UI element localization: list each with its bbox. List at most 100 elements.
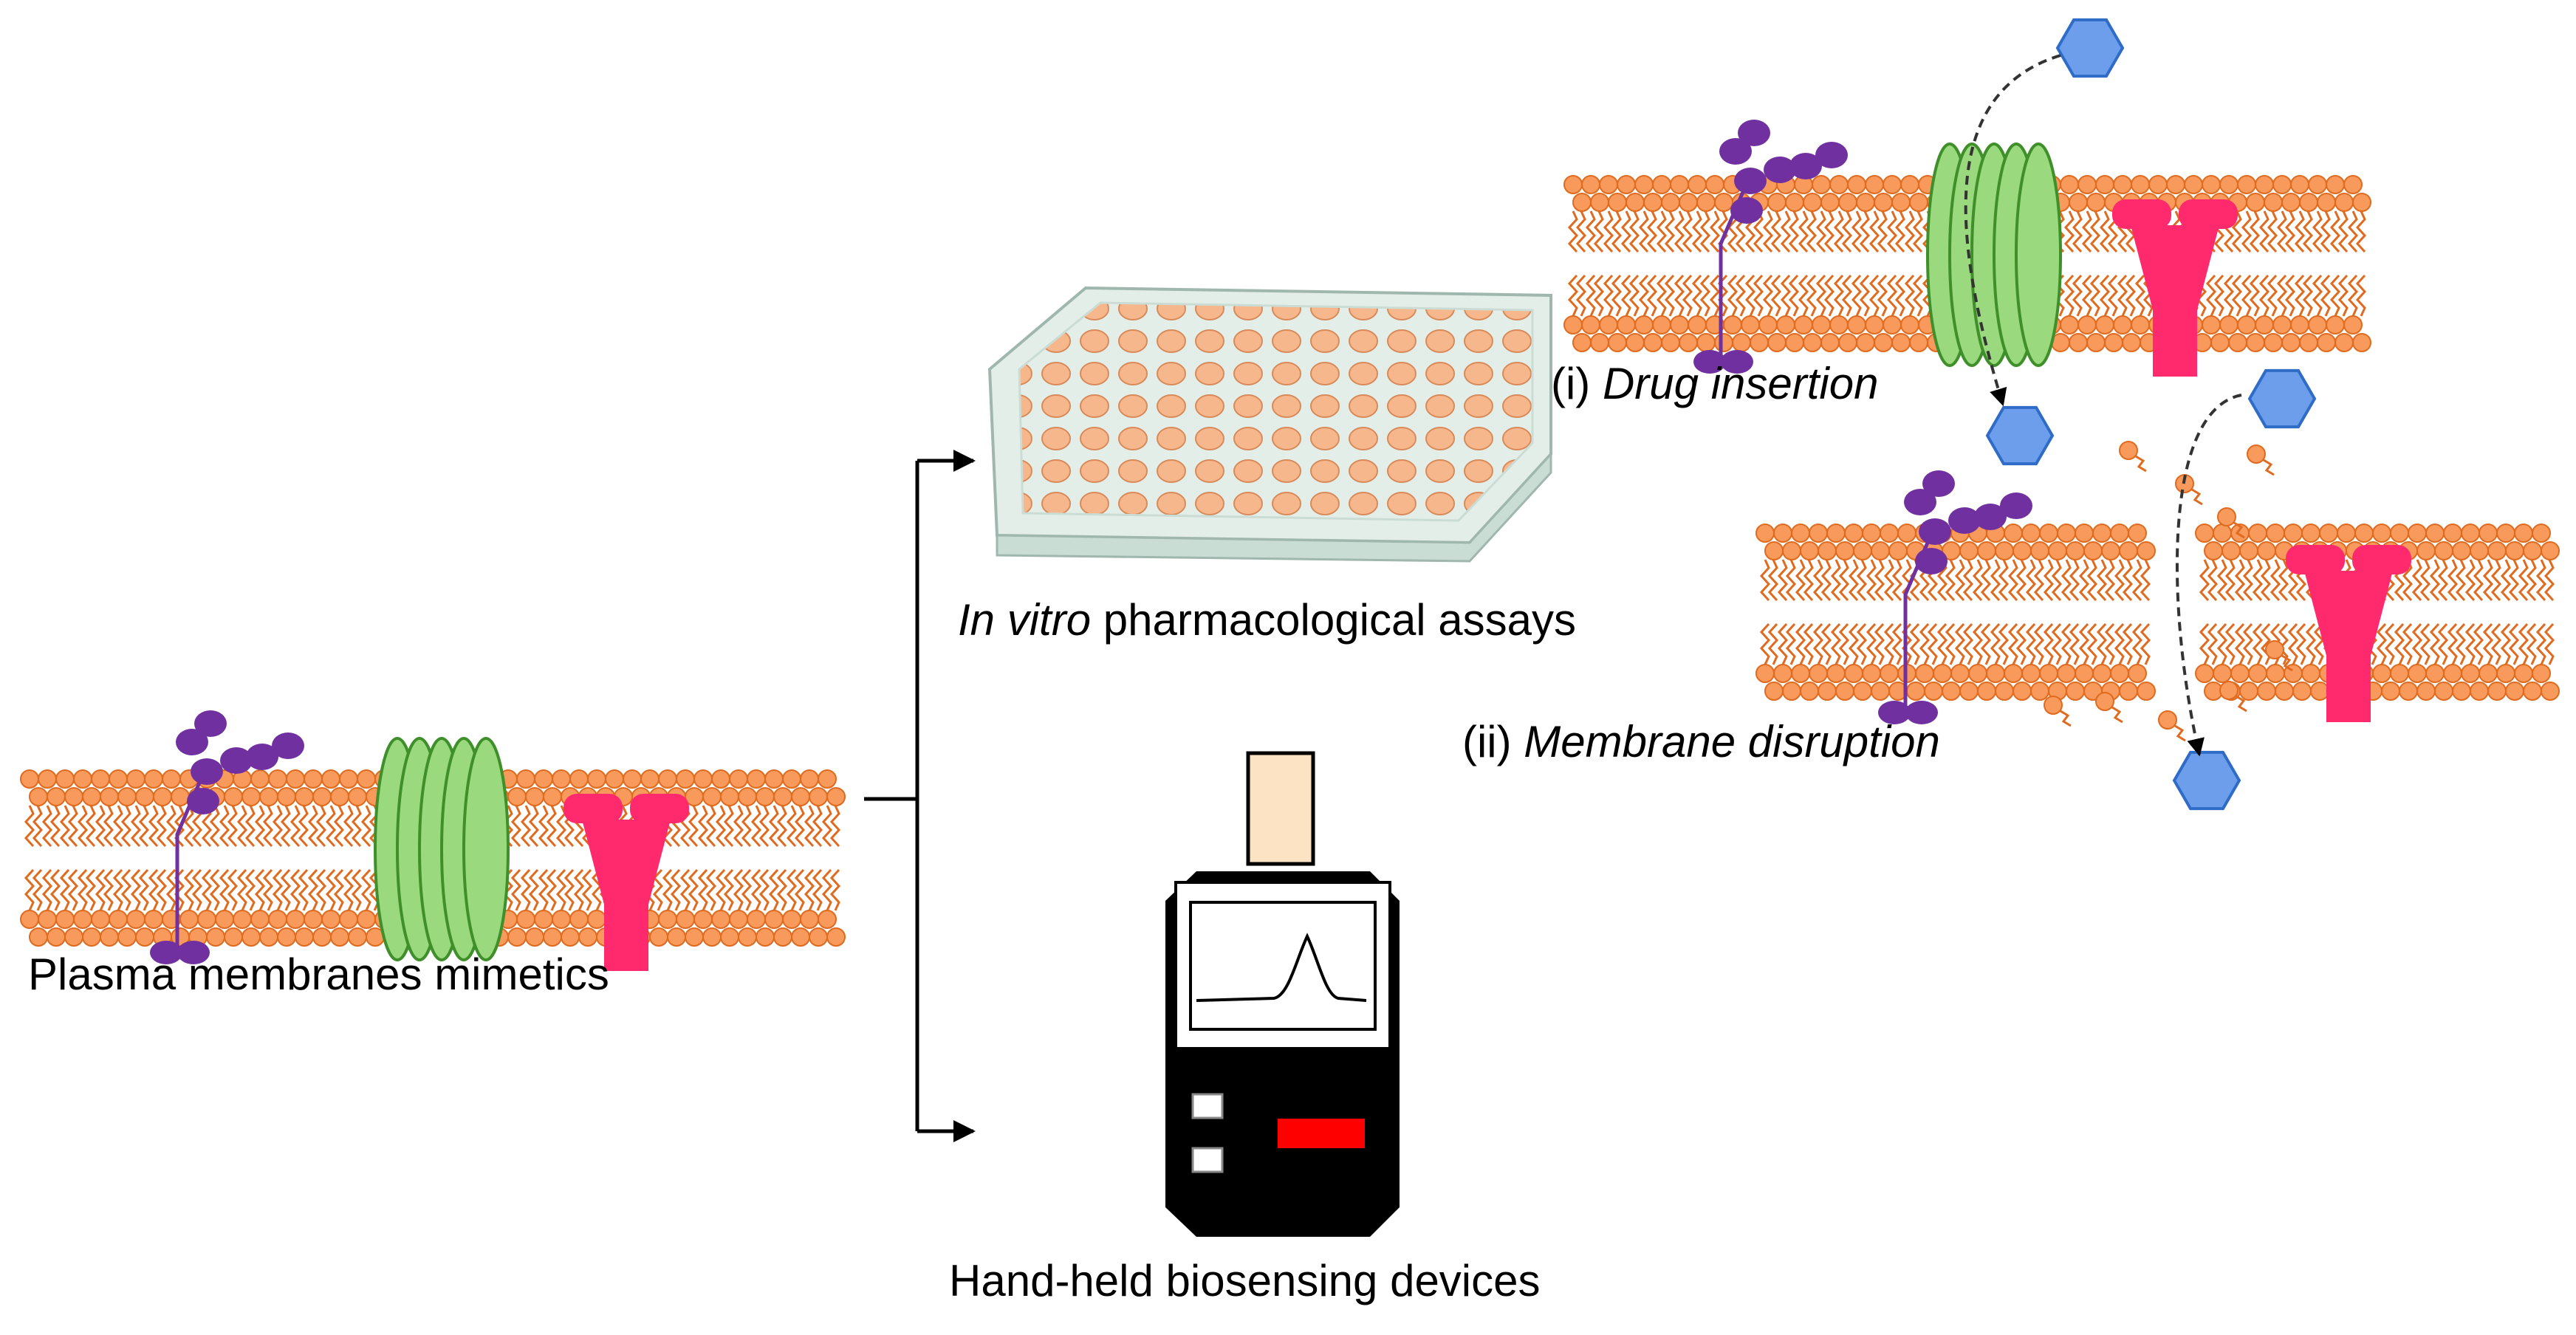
free-lipid-tail [2174,724,2186,742]
lipid-head [91,769,110,789]
lipid-head [1853,682,1872,701]
sugar-unit [1719,138,1752,165]
lipid-head [1714,193,1733,212]
lipid-head [1844,664,1863,683]
lipid-head [2319,524,2338,543]
free-lipid [2095,692,2114,711]
sugar-unit [1905,701,1938,724]
lipid-head [1883,175,1902,194]
lipid-head [357,769,376,789]
lipid-head [29,787,48,806]
lipid-head [1812,315,1831,334]
lipid-head [2301,524,2320,543]
lipid-head [1590,333,1609,352]
drug-insertion-path [1964,54,2061,407]
lipid-head [2408,664,2427,683]
lipid-head [756,787,775,806]
lipid-head [2308,175,2327,194]
lipid-head [1572,333,1592,352]
lipid-head [2408,524,2427,543]
lipid-head [2219,315,2238,334]
lipid-head [2452,541,2471,560]
lipid-head [2113,315,2132,334]
lipid-head [2077,175,2097,194]
sugar-unit [191,758,223,785]
lipid-head [2239,682,2258,701]
lipid-head [47,927,66,947]
lipid-head [2275,682,2294,701]
lipid-head [1661,193,1680,212]
lipid-head [2222,541,2241,560]
lipid-head [1608,193,1627,212]
lipid-head [206,927,225,947]
device-button-1[interactable] [1191,1093,1224,1119]
lipid-head [667,927,686,947]
lipid-head [2541,541,2560,560]
lipid-head [1977,541,1996,560]
lipid-head [1915,664,1934,683]
lipid-head [82,927,101,947]
lipid-head [2264,193,2283,212]
lipid-head [2086,333,2106,352]
sugar-unit [150,941,182,964]
lipid-head [2075,524,2094,543]
lipid-head [2021,524,2041,543]
lipid-head [259,927,278,947]
sugar-unit [1922,470,1955,497]
lipid-head [2246,193,2265,212]
lipid-head [2479,524,2498,543]
lipid-head [2066,682,2085,701]
lipid-head [552,910,571,929]
lipid-head [1909,193,1928,212]
lipid-head [2470,682,2489,701]
lipid-head [1818,541,1837,560]
lipid-head [658,769,677,789]
lipid-head [2110,664,2129,683]
lipid-head [1782,682,1801,701]
free-lipid-tail [2191,488,2203,506]
lipid-head [2505,541,2524,560]
lipid-head [2092,664,2111,683]
lipid-head [2281,333,2301,352]
lipid-head [2334,193,2354,212]
device-button-2[interactable] [1191,1147,1224,1173]
lipid-head [623,769,642,789]
lipid-head [2372,524,2391,543]
lipid-head [809,927,828,947]
lipid-head [791,927,810,947]
lipid-head [2523,541,2542,560]
lipid-head [1803,193,1822,212]
label-membrane-disruption: (ii) Membrane disruption [1462,717,1940,766]
lipid-head [1755,524,1775,543]
lipid-head [1829,175,1849,194]
lipid-head [1643,193,1662,212]
lipid-head [1856,333,1875,352]
lipid-head [135,787,154,806]
lipid-head [729,769,748,789]
lipid-head [20,910,39,929]
label-handheld-devices: Hand-held biosensing devices [949,1256,1541,1305]
lipid-head [2257,541,2276,560]
lipid-head [818,910,837,929]
lipid-head [720,787,739,806]
lipid-head [516,910,535,929]
label-insertion-prefix: (i) [1551,359,1603,408]
lipid-head [2012,682,2032,701]
lipid-head [1862,664,1881,683]
lipid-head [2039,664,2058,683]
lipid-head [693,769,713,789]
lipid-head [676,769,695,789]
lipid-heads [2195,524,2560,701]
lipid-head [1880,524,1899,543]
lipid-head [2416,682,2436,701]
lipid-head [1838,333,1857,352]
lipid-head [215,910,234,929]
lipid-head [2461,664,2480,683]
channel-subunit [462,737,510,961]
lipid-head [738,787,757,806]
free-lipid-tail [2060,710,2072,727]
lipid-head [826,927,846,947]
lipid-head [64,927,83,947]
lipid-head [2299,333,2318,352]
lipid-head [2128,664,2147,683]
